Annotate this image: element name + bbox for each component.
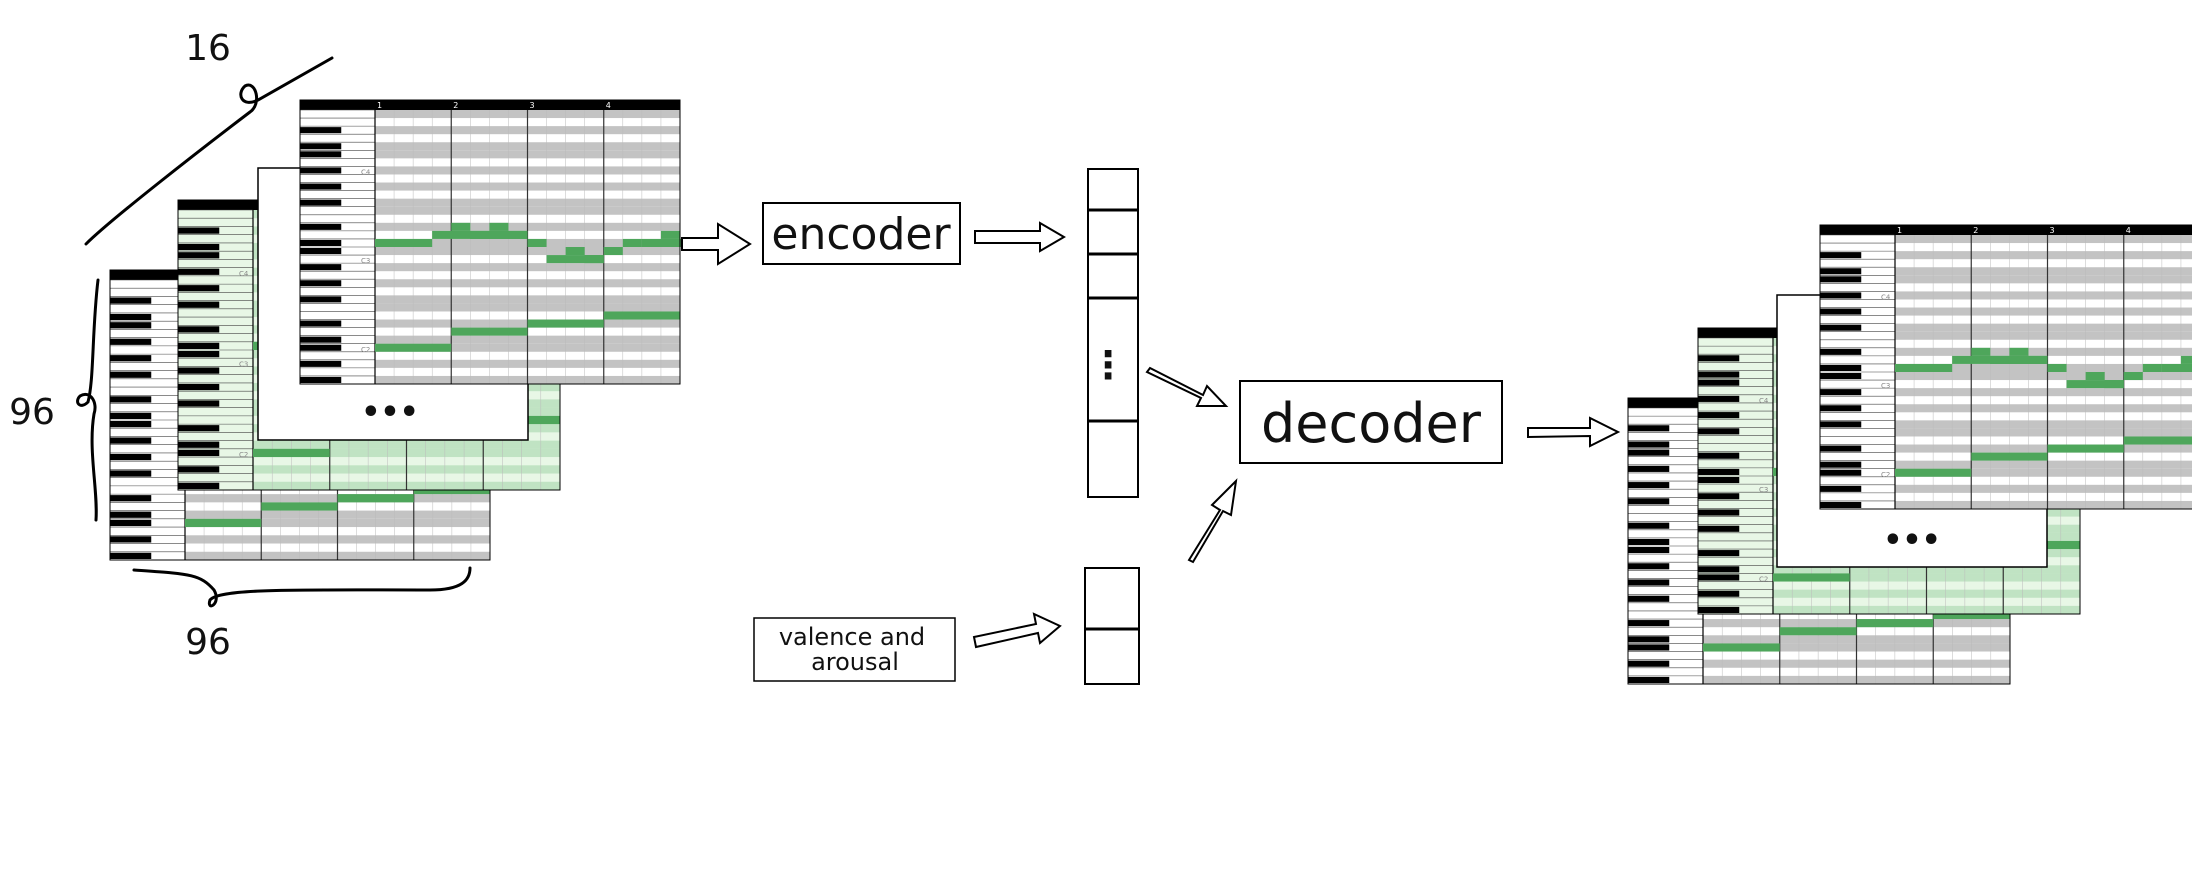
condition-label-line2: arousal — [811, 648, 899, 676]
pitch-axis-brace — [76, 278, 100, 522]
condition-label-line1: valence and — [779, 623, 925, 651]
bar-number: 1 — [1897, 226, 1902, 235]
octave-label: C4 — [239, 270, 249, 278]
octave-label: C2 — [1759, 576, 1768, 584]
output-stack-ellipsis: ••• — [1883, 523, 1941, 558]
bar-number: 4 — [2126, 226, 2131, 235]
condition-block: valence and arousal — [753, 617, 956, 682]
latent-ellipsis: ⋮ — [1089, 343, 1127, 387]
time-steps-label: 16 — [185, 28, 231, 69]
octave-label: C2 — [1881, 471, 1890, 479]
pitch-height-label: 96 — [9, 392, 55, 433]
octave-label: C3 — [239, 360, 248, 368]
input-stack-ellipsis: ••• — [361, 395, 419, 430]
octave-label: C2 — [239, 451, 248, 459]
dimension-braces — [76, 56, 472, 608]
octave-label: C4 — [361, 168, 371, 176]
octave-label: C4 — [1759, 397, 1769, 405]
arrow-encoder-to-latent — [974, 221, 1066, 253]
octave-label: C3 — [1759, 486, 1768, 494]
time-axis-brace — [84, 56, 334, 246]
pitch-width-label: 96 — [185, 622, 231, 663]
octave-label: C2 — [361, 346, 370, 354]
arrow-decoder-to-output — [1527, 416, 1621, 448]
encoder-block: encoder — [762, 202, 961, 265]
arrow-condition-to-decoder — [1187, 478, 1238, 564]
bar-number: 3 — [2050, 226, 2055, 235]
arrow-latent-to-decoder — [1145, 366, 1229, 407]
bar-number: 3 — [530, 101, 535, 110]
width-axis-brace — [132, 566, 472, 608]
latent-vector: ⋮ — [1087, 168, 1139, 498]
arrow-input-to-encoder — [681, 222, 752, 266]
bar-number: 4 — [606, 101, 611, 110]
condition-vector — [1084, 567, 1140, 685]
octave-label: C3 — [1881, 382, 1890, 390]
octave-label: C4 — [1881, 293, 1891, 301]
bar-number: 2 — [453, 101, 458, 110]
bar-number: 1 — [377, 101, 382, 110]
decoder-block: decoder — [1239, 380, 1503, 464]
octave-label: C3 — [361, 257, 370, 265]
encoder-label: encoder — [771, 209, 951, 260]
bar-number: 2 — [1973, 226, 1978, 235]
decoder-label: decoder — [1261, 392, 1482, 455]
arrow-condition-to-vector — [972, 612, 1062, 649]
